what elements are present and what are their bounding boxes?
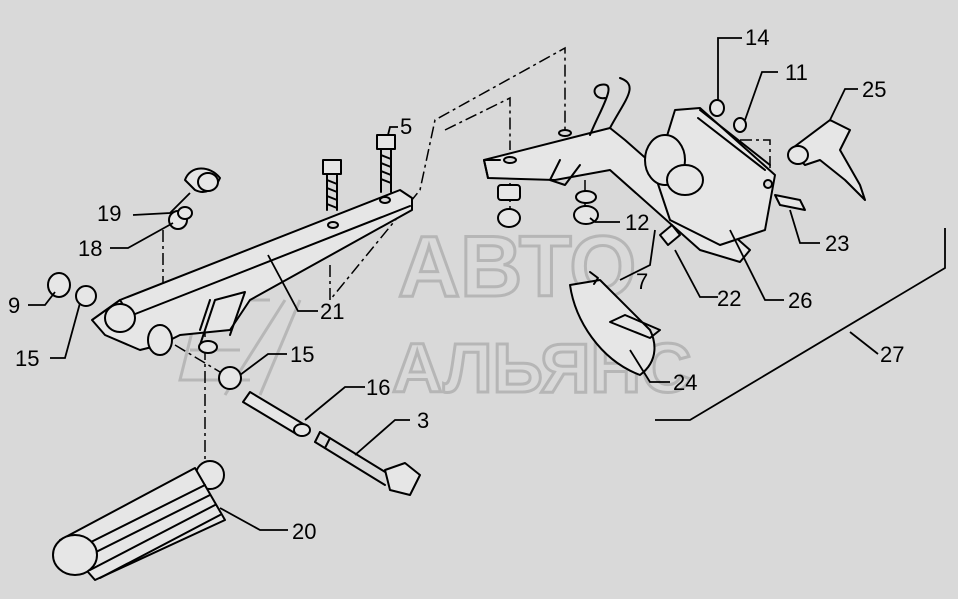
callout-label: 21 [320,299,344,324]
spring-part [52,460,226,581]
pin-and-bolt-parts [242,391,421,496]
bolt-parts [322,134,396,211]
callout-label: 9 [8,293,20,318]
callout-label: 12 [625,210,649,235]
callout-label: 7 [636,269,648,294]
callout-label: 26 [788,288,812,313]
leader-lines [28,37,879,531]
callout-label: 19 [97,201,121,226]
callout-label: 11 [785,60,808,85]
callout-label: 18 [78,236,102,261]
bracket-part [91,189,413,356]
watermark-logo [178,298,302,396]
callout-label: 20 [292,519,316,544]
callout-label: 22 [717,286,741,311]
callout-label: 15 [15,346,39,371]
callout-label: 25 [862,77,886,102]
housing-part [644,99,776,246]
callout-label: 5 [400,114,412,139]
callout-label: 24 [673,370,697,395]
small-parts [47,167,242,390]
callout-label: 23 [825,231,849,256]
group-bracket-line [655,228,946,421]
callout-label: 15 [290,342,314,367]
callout-label: 3 [417,408,429,433]
shield-part [569,271,661,376]
callouts: 14 11 25 5 19 18 12 23 9 7 22 26 21 15 1… [8,25,904,544]
callout-label: 27 [880,342,904,367]
callout-label: 16 [366,375,390,400]
lever-part [659,119,866,246]
callout-label: 14 [745,25,769,50]
